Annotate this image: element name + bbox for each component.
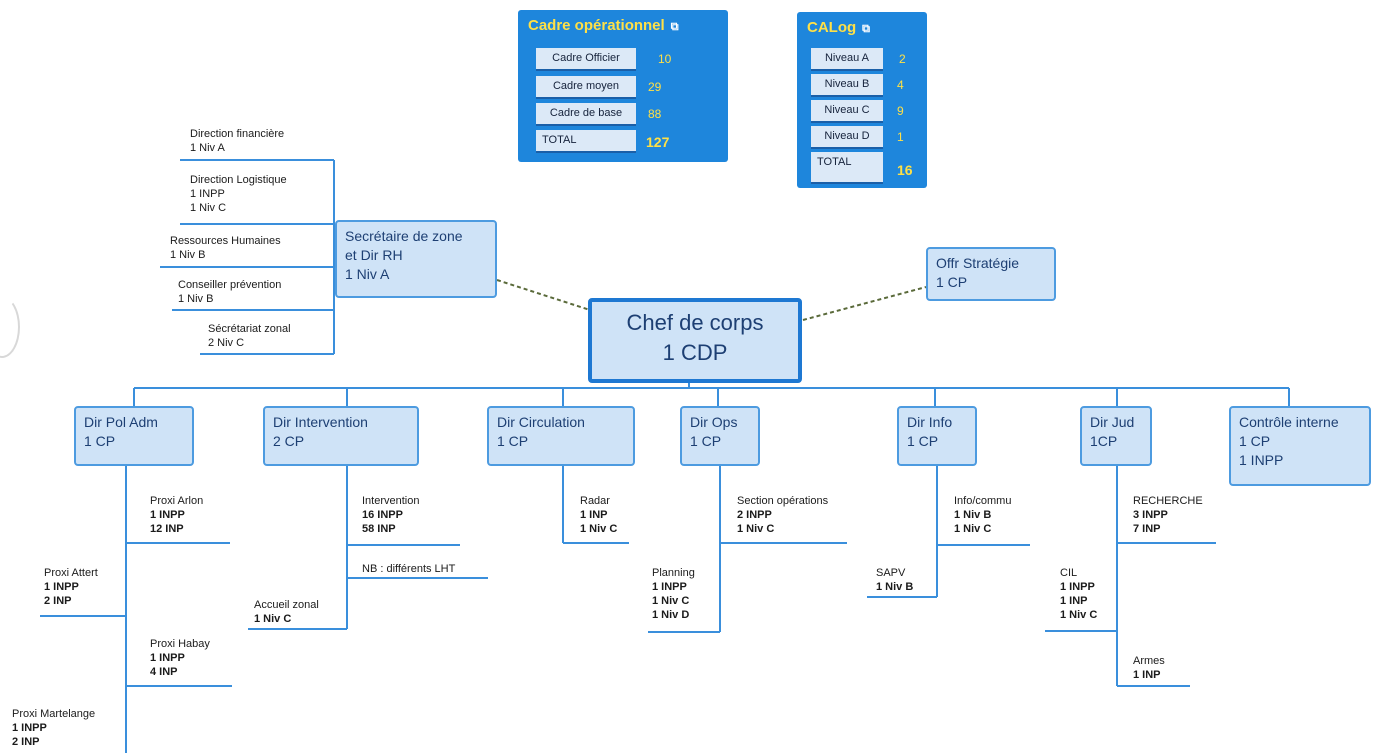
nb-lht-note: NB : différents LHT xyxy=(362,563,456,575)
calog-label-niveau-d: Niveau D xyxy=(811,126,883,149)
secretaire-line2: et Dir RH xyxy=(345,247,403,263)
cadre-value-moyen: 29 xyxy=(648,80,662,94)
recherche-label: RECHERCHE 3 INPP 7 INP xyxy=(1133,495,1203,535)
calog-panel: CALog⧉ Niveau A 2 Niveau B 4 Niveau C 9 … xyxy=(797,12,927,188)
proxi-arlon-label: Proxi Arlon 1 INPP 12 INP xyxy=(150,495,204,535)
chef-line2: 1 CDP xyxy=(662,340,728,365)
section-operations-label: Section opérations 2 INPP 1 Niv C xyxy=(737,495,829,535)
direction-financiere-label: Direction financière 1 Niv A xyxy=(190,128,285,154)
link-icon: ⧉ xyxy=(670,21,679,33)
calog-value-niveau-d: 1 xyxy=(897,130,904,144)
planning-label: Planning 1 INPP 1 Niv C 1 Niv D xyxy=(652,567,695,621)
dir-jud-box[interactable]: Dir Jud 1CP xyxy=(1080,406,1152,466)
link-icon: ⧉ xyxy=(862,23,871,35)
proxi-habay-label: Proxi Habay 1 INPP 4 INP xyxy=(150,638,210,678)
controle-interne-box[interactable]: Contrôle interne 1 CP 1 INPP xyxy=(1229,406,1371,486)
cadre-operationnel-title: Cadre opérationnel⧉ xyxy=(528,17,679,34)
direction-logistique-label: Direction Logistique 1 INPP 1 Niv C xyxy=(190,174,287,214)
intervention-unit-label: Intervention 16 INPP 58 INP xyxy=(362,495,420,535)
secretaire-zone-box[interactable]: Secrétaire de zone et Dir RH 1 Niv A xyxy=(335,220,497,298)
dir-pol-adm-box[interactable]: Dir Pol Adm 1 CP xyxy=(74,406,194,466)
proxi-attert-label: Proxi Attert 1 INPP 2 INP xyxy=(44,567,98,607)
calog-value-total: 16 xyxy=(897,162,913,178)
calog-label-total: TOTAL xyxy=(811,152,883,184)
dir-circulation-box[interactable]: Dir Circulation 1 CP xyxy=(487,406,635,466)
armes-label: Armes 1 INP xyxy=(1133,655,1165,681)
cadre-value-officier: 10 xyxy=(658,52,672,66)
cadre-value-total: 127 xyxy=(646,134,670,150)
cadre-operationnel-panel: Cadre opérationnel⧉ Cadre Officier 10 Ca… xyxy=(518,10,728,162)
calog-label-niveau-c: Niveau C xyxy=(811,100,883,123)
proxi-martelange-label: Proxi Martelange 1 INPP 2 INP xyxy=(12,708,96,748)
dir-intervention-box[interactable]: Dir Intervention 2 CP xyxy=(263,406,419,466)
info-commu-label: Info/commu 1 Niv B 1 Niv C xyxy=(954,495,1012,535)
calog-value-niveau-a: 2 xyxy=(899,52,906,66)
ressources-humaines-label: Ressources Humaines 1 Niv B xyxy=(170,235,281,261)
cil-label: CIL 1 INPP 1 INP 1 Niv C xyxy=(1060,567,1098,621)
chef-line1: Chef de corps xyxy=(626,310,764,335)
offr-strategie-box[interactable]: Offr Stratégie 1 CP xyxy=(926,247,1056,301)
accueil-zonal-label: Accueil zonal 1 Niv C xyxy=(254,599,319,625)
cadre-label-officier: Cadre Officier xyxy=(536,48,636,71)
cadre-label-total: TOTAL xyxy=(536,130,636,153)
strategie-line2: 1 CP xyxy=(936,274,968,290)
strategie-line1: Offr Stratégie xyxy=(936,255,1020,271)
radar-label: Radar 1 INP 1 Niv C xyxy=(580,495,618,535)
calog-title: CALog⧉ xyxy=(807,19,871,36)
secretaire-line3: 1 Niv A xyxy=(345,266,390,282)
dir-ops-box[interactable]: Dir Ops 1 CP xyxy=(680,406,760,466)
calog-value-niveau-c: 9 xyxy=(897,104,904,118)
conseiller-prevention-label: Conseiller prévention 1 Niv B xyxy=(178,279,282,305)
secretariat-zonal-label: Sécrétariat zonal 2 Niv C xyxy=(208,323,291,349)
calog-label-niveau-b: Niveau B xyxy=(811,74,883,97)
cadre-label-base: Cadre de base xyxy=(536,103,636,126)
cadre-value-base: 88 xyxy=(648,107,662,121)
sapv-label: SAPV 1 Niv B xyxy=(876,567,914,593)
calog-value-niveau-b: 4 xyxy=(897,78,904,92)
calog-label-niveau-a: Niveau A xyxy=(811,48,883,71)
chef-de-corps-box[interactable]: Chef de corps 1 CDP xyxy=(588,298,802,383)
dir-info-box[interactable]: Dir Info 1 CP xyxy=(897,406,977,466)
cadre-label-moyen: Cadre moyen xyxy=(536,76,636,99)
secretaire-line1: Secrétaire de zone xyxy=(345,228,463,244)
